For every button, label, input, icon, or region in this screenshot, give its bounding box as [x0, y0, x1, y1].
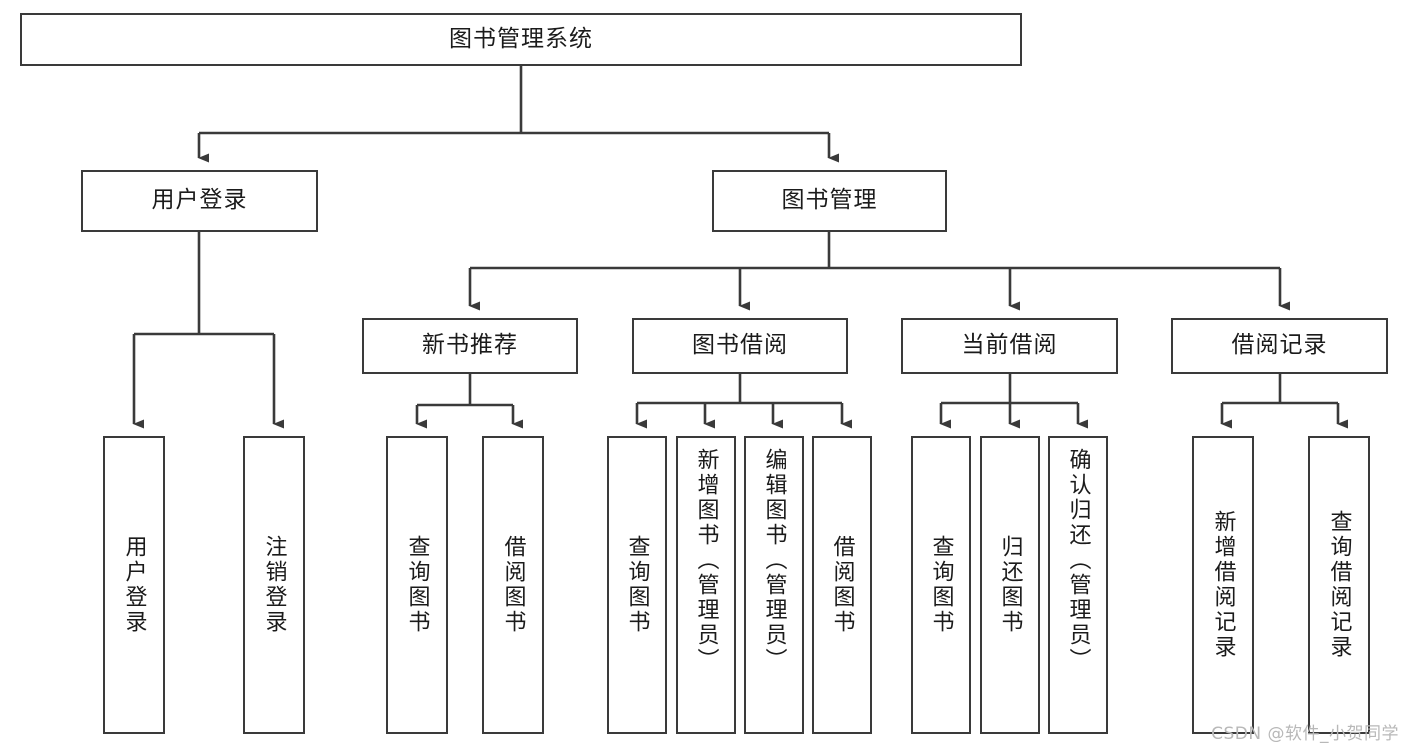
- node-leaf-borrow-add[interactable]: 新增图书（管理员）: [676, 436, 736, 734]
- node-leaf-cur-confirm[interactable]: 确认归还（管理员）: [1048, 436, 1108, 734]
- node-current-borrow[interactable]: 当前借阅: [901, 318, 1118, 374]
- node-leaf-user-login-label: 用户登录: [121, 535, 147, 635]
- node-user-login[interactable]: 用户登录: [81, 170, 318, 232]
- node-leaf-rec-query-label: 查询图书: [404, 535, 430, 635]
- node-leaf-rec-query[interactable]: 查询图书: [386, 436, 448, 734]
- node-book-manage-label: 图书管理: [781, 187, 878, 214]
- node-leaf-rec-borrow[interactable]: 借阅图书: [482, 436, 544, 734]
- node-leaf-user-logout[interactable]: 注销登录: [243, 436, 305, 734]
- node-new-book-rec-label: 新书推荐: [422, 332, 518, 359]
- node-current-borrow-label: 当前借阅: [961, 332, 1058, 359]
- node-leaf-borrow-edit[interactable]: 编辑图书（管理员）: [744, 436, 804, 734]
- node-book-manage[interactable]: 图书管理: [712, 170, 947, 232]
- node-leaf-borrow-add-label: 新增图书（管理员）: [693, 448, 719, 673]
- node-leaf-borrow-query[interactable]: 查询图书: [607, 436, 667, 734]
- node-leaf-rec-search-label: 查询借阅记录: [1326, 510, 1352, 660]
- node-book-borrow[interactable]: 图书借阅: [632, 318, 848, 374]
- node-leaf-user-login[interactable]: 用户登录: [103, 436, 165, 734]
- node-leaf-cur-confirm-label: 确认归还（管理员）: [1065, 448, 1091, 673]
- node-root[interactable]: 图书管理系统: [20, 13, 1022, 66]
- node-leaf-cur-return[interactable]: 归还图书: [980, 436, 1040, 734]
- node-leaf-user-logout-label: 注销登录: [261, 535, 287, 635]
- node-user-login-label: 用户登录: [151, 187, 248, 214]
- node-leaf-borrow-do-label: 借阅图书: [829, 535, 855, 635]
- node-leaf-cur-query[interactable]: 查询图书: [911, 436, 971, 734]
- node-leaf-borrow-edit-label: 编辑图书（管理员）: [761, 448, 787, 673]
- node-borrow-record-label: 借阅记录: [1231, 332, 1328, 359]
- node-leaf-rec-borrow-label: 借阅图书: [500, 535, 526, 635]
- node-borrow-record[interactable]: 借阅记录: [1171, 318, 1388, 374]
- node-leaf-rec-add[interactable]: 新增借阅记录: [1192, 436, 1254, 734]
- node-leaf-cur-return-label: 归还图书: [997, 535, 1023, 635]
- node-root-label: 图书管理系统: [449, 25, 593, 52]
- csdn-watermark: CSDN @软件_小贺同学: [1211, 724, 1399, 744]
- node-leaf-borrow-query-label: 查询图书: [624, 535, 650, 635]
- node-new-book-rec[interactable]: 新书推荐: [362, 318, 578, 374]
- node-leaf-rec-search[interactable]: 查询借阅记录: [1308, 436, 1370, 734]
- node-leaf-rec-add-label: 新增借阅记录: [1210, 510, 1236, 660]
- node-leaf-borrow-do[interactable]: 借阅图书: [812, 436, 872, 734]
- node-leaf-cur-query-label: 查询图书: [928, 535, 954, 635]
- node-book-borrow-label: 图书借阅: [692, 332, 788, 359]
